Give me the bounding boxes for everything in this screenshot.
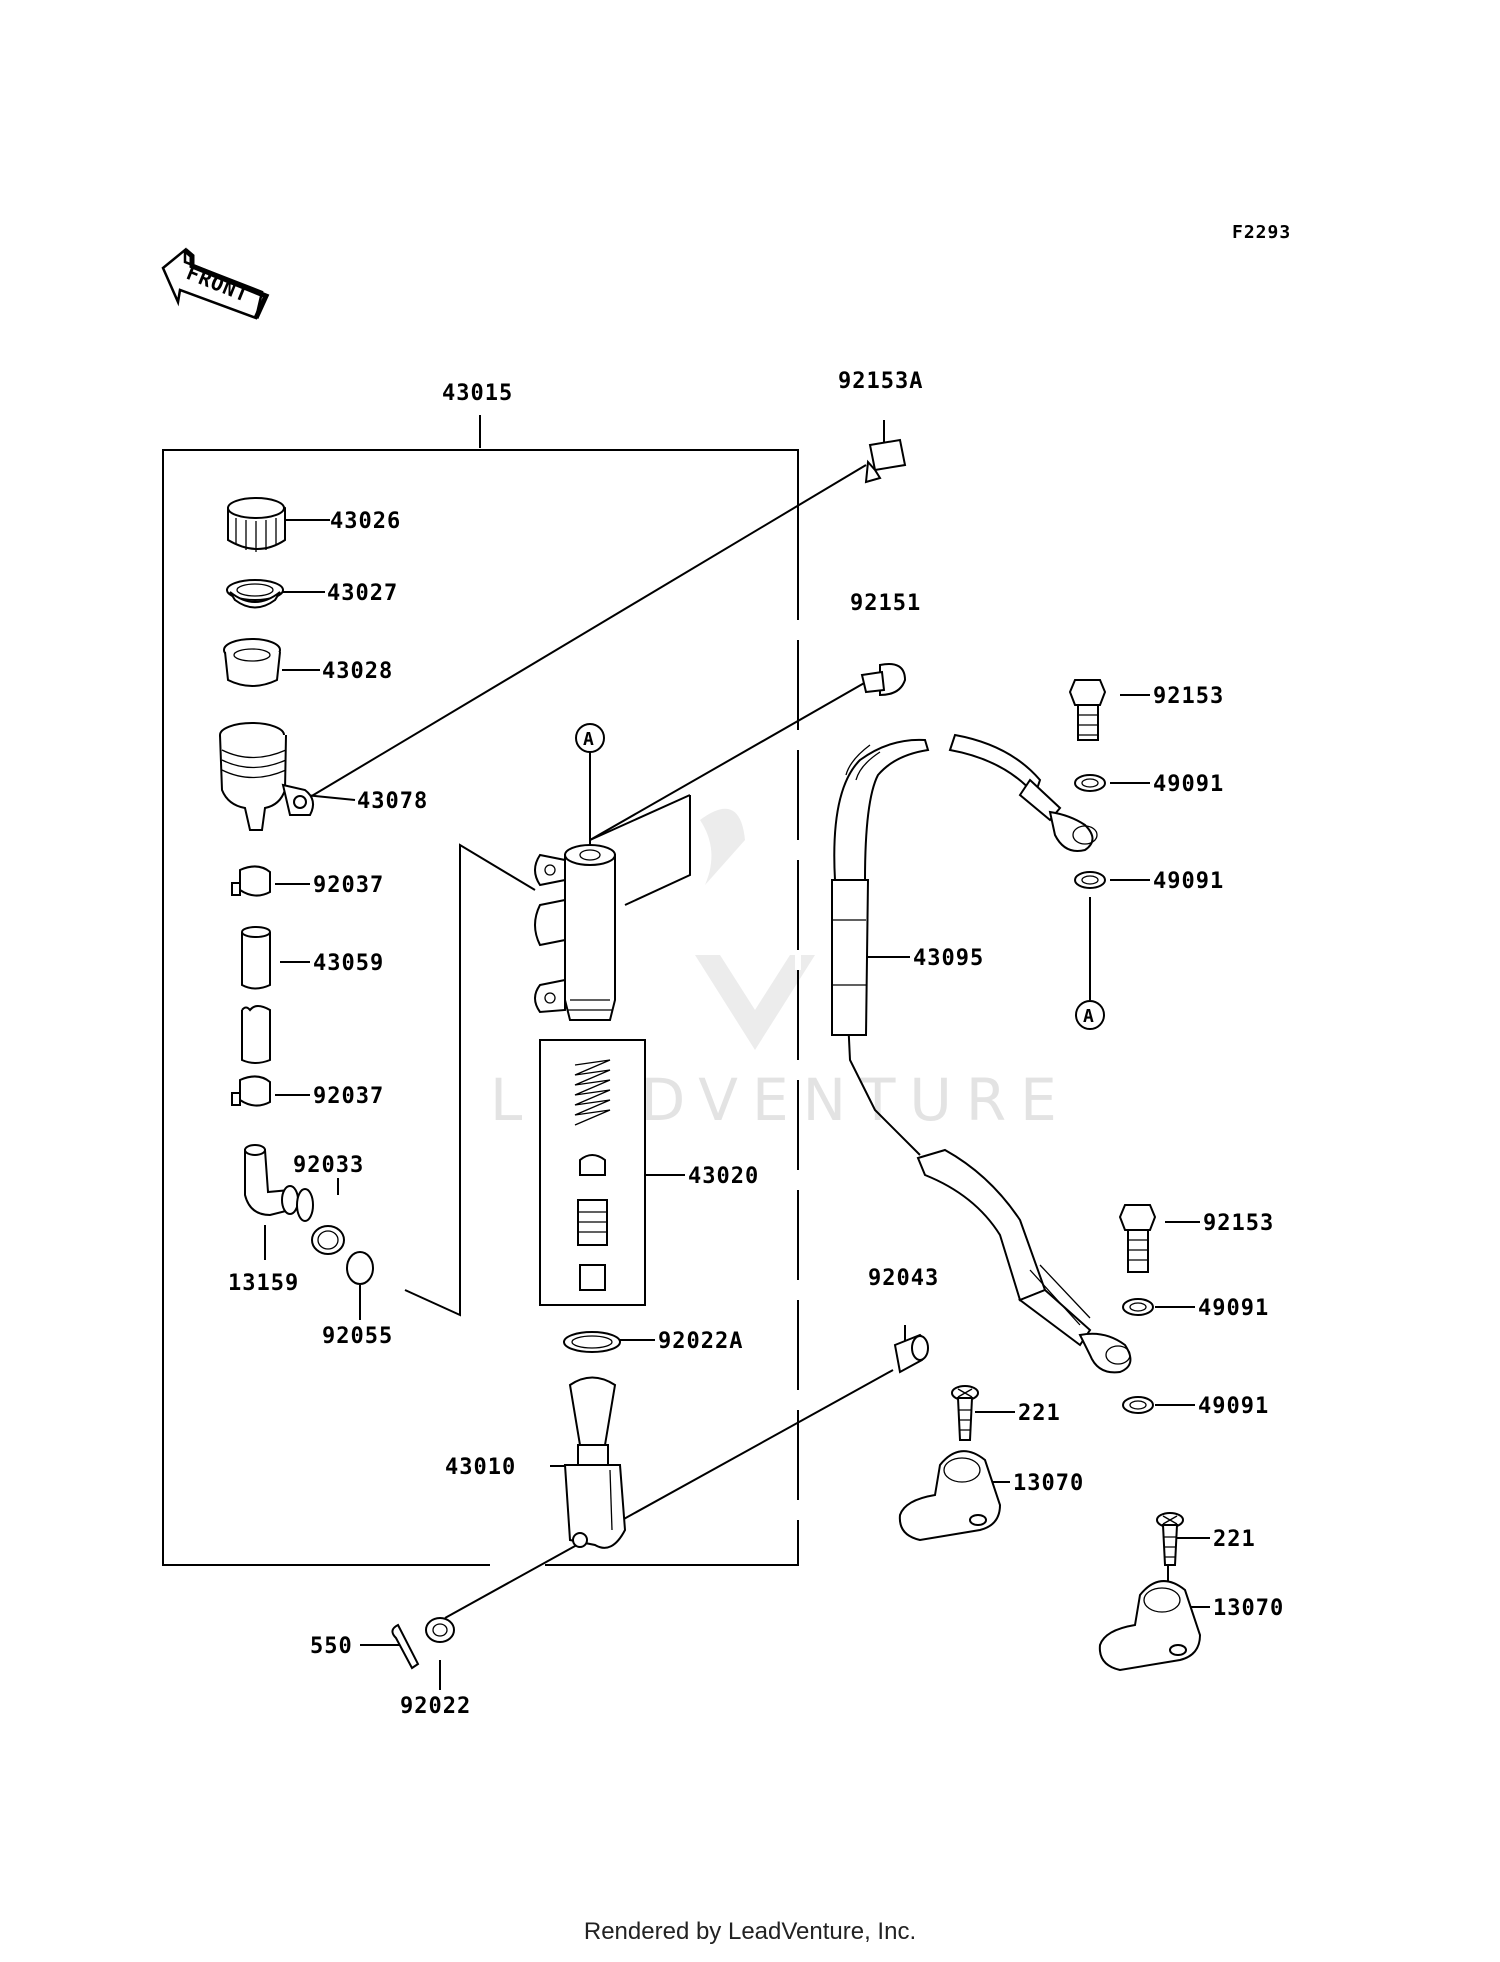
label-43020: 43020 [688,1164,759,1189]
label-49091-a: 49091 [1153,772,1224,797]
label-49091-b: 49091 [1153,869,1224,894]
part-body [534,844,616,1021]
label-221-a: 221 [1018,1401,1061,1426]
label-92037-a: 92037 [313,873,384,898]
label-43027: 43027 [327,581,398,606]
part-plate-43028 [223,638,281,687]
label-43026: 43026 [330,509,401,534]
assembly-frame [162,415,801,1566]
part-push-rod-43010 [563,1376,627,1549]
svg-text:A: A [583,729,595,750]
svg-text:A: A [1083,1006,1095,1027]
label-leaders [264,519,1210,1690]
label-13070-b: 13070 [1213,1596,1284,1621]
part-reservoir-43078 [219,722,315,831]
part-cap-43026 [227,497,286,552]
label-92033: 92033 [293,1153,364,1178]
label-43059: 43059 [313,951,384,976]
front-arrow: FRONT [161,247,270,320]
part-clamp-13070-b [1098,1580,1202,1672]
part-clip-92037-a [231,865,271,897]
label-43015: 43015 [442,381,513,406]
part-banjo-bolt-92153-top [1068,679,1107,741]
part-circlip-92033 [311,1225,345,1255]
footer-credit: Rendered by LeadVenture, Inc. [583,1918,917,1945]
label-13159: 13159 [228,1271,299,1296]
label-550: 550 [310,1634,353,1659]
callout-a-top: A [575,723,605,753]
part-washer-49091-b [1074,871,1106,889]
part-banjo-bolt-92153-bot [1118,1204,1157,1273]
label-13070-a: 13070 [1013,1471,1084,1496]
part-hose-43095 [831,733,1132,1374]
part-screw-221-a [951,1385,979,1441]
part-hose-43059 [241,926,271,1064]
label-92151: 92151 [850,591,921,616]
part-washer-49091-a [1074,774,1106,792]
part-labels: 43015 92153A 43026 43027 43028 92151 921… [228,369,1284,1719]
label-92153A: 92153A [838,369,923,394]
label-49091-d: 49091 [1198,1394,1269,1419]
label-43010: 43010 [445,1455,516,1480]
leader-lines [304,420,1169,1619]
part-screw-221-b [1156,1512,1184,1566]
label-43078: 43078 [357,789,428,814]
part-bolt-92153A [864,438,907,484]
part-cotter-550 [391,1623,420,1670]
part-washer-49091-d [1122,1396,1154,1414]
label-92037-b: 92037 [313,1084,384,1109]
label-92043: 92043 [868,1266,939,1291]
part-bolt-92151 [860,663,907,697]
part-kit-43020 [539,1039,646,1306]
figure-code: F2293 [1232,222,1291,243]
part-clamp-13070-a [898,1450,1002,1542]
label-92153-top: 92153 [1153,684,1224,709]
part-clip-92037-b [231,1075,271,1107]
label-43095: 43095 [913,946,984,971]
label-49091-c: 49091 [1198,1296,1269,1321]
label-92022: 92022 [400,1694,471,1719]
part-oring-92055 [346,1251,374,1285]
label-92022A: 92022A [658,1329,743,1354]
label-92055: 92055 [322,1324,393,1349]
part-washer-92022 [425,1617,455,1643]
part-washer-49091-c [1122,1298,1154,1316]
part-diaphragm-43027 [226,579,284,609]
label-43028: 43028 [322,659,393,684]
part-snap-ring-92022A [563,1331,621,1353]
callout-a-right: A [1075,1000,1105,1030]
label-221-b: 221 [1213,1527,1256,1552]
part-pin-92043 [893,1333,929,1374]
label-92153-bot: 92153 [1203,1211,1274,1236]
part-elbow-13159 [244,1144,314,1222]
